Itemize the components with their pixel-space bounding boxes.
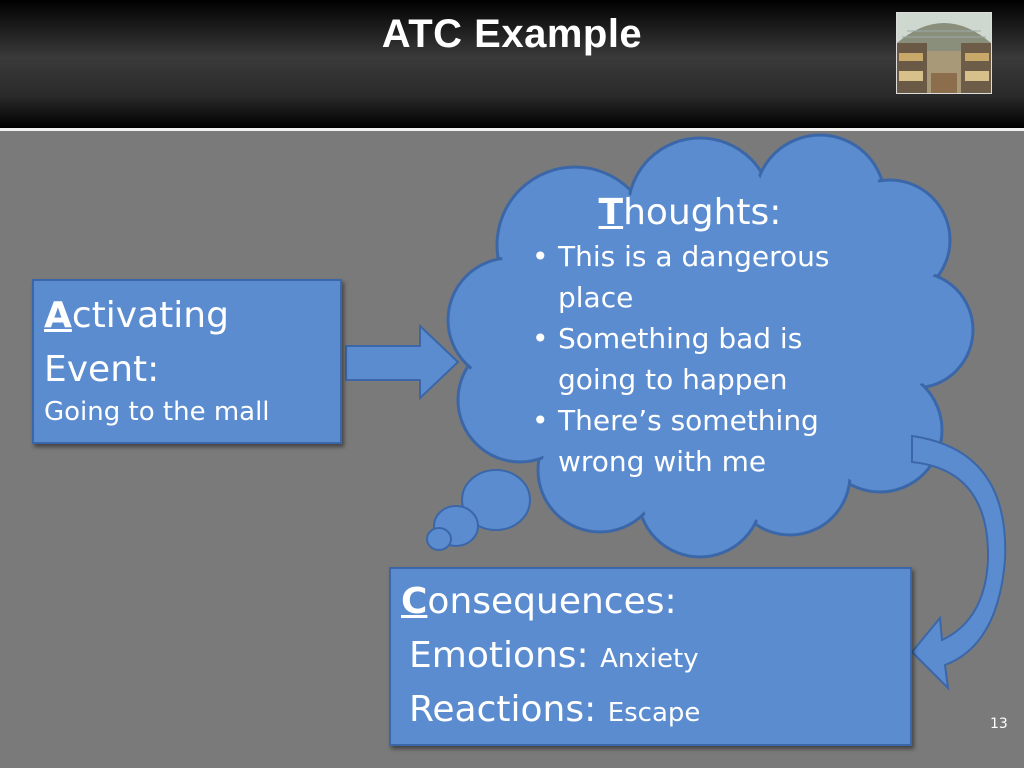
activating-event-box: Activating Event: Going to the mall: [32, 279, 342, 444]
thoughts-content: Thoughts: This is a dangerous place Some…: [520, 190, 860, 482]
heading-initial: A: [44, 295, 72, 336]
curved-arrow-icon: [910, 434, 1007, 691]
heading-rest: onsequences:: [427, 581, 677, 622]
consequences-box: Consequences: Emotions: Anxiety Reaction…: [389, 567, 912, 746]
thoughts-list: This is a dangerous place Something bad …: [520, 236, 860, 482]
reactions-label: Reactions:: [409, 689, 597, 730]
emotions-row: Emotions: Anxiety: [409, 629, 699, 686]
heading-rest: houghts:: [623, 192, 782, 233]
mall-thumbnail-image: [896, 12, 992, 94]
slide-header: [0, 0, 1024, 128]
list-item: There’s something wrong with me: [520, 400, 860, 482]
emotions-value: Anxiety: [600, 644, 699, 674]
thoughts-heading: Thoughts:: [520, 190, 860, 236]
page-number: 13: [990, 716, 1008, 732]
thought-bubble-large: [461, 469, 531, 531]
reactions-value: Escape: [607, 698, 701, 728]
activating-heading: Activating: [44, 289, 229, 343]
heading-rest: ctivating: [71, 295, 229, 336]
thought-bubble-small: [426, 527, 452, 551]
heading-initial: T: [598, 192, 624, 233]
heading-initial: C: [401, 581, 428, 622]
header-divider: [0, 128, 1024, 131]
list-item: This is a dangerous place: [520, 236, 860, 318]
emotions-label: Emotions:: [409, 635, 589, 676]
right-arrow-icon: [345, 323, 460, 401]
list-item: Something bad is going to happen: [520, 318, 860, 400]
slide-title: ATC Example: [381, 12, 643, 56]
reactions-row: Reactions: Escape: [409, 683, 700, 740]
consequences-heading: Consequences:: [401, 575, 677, 629]
activating-detail: Going to the mall: [44, 397, 270, 427]
activating-heading-line2: Event:: [44, 349, 160, 390]
